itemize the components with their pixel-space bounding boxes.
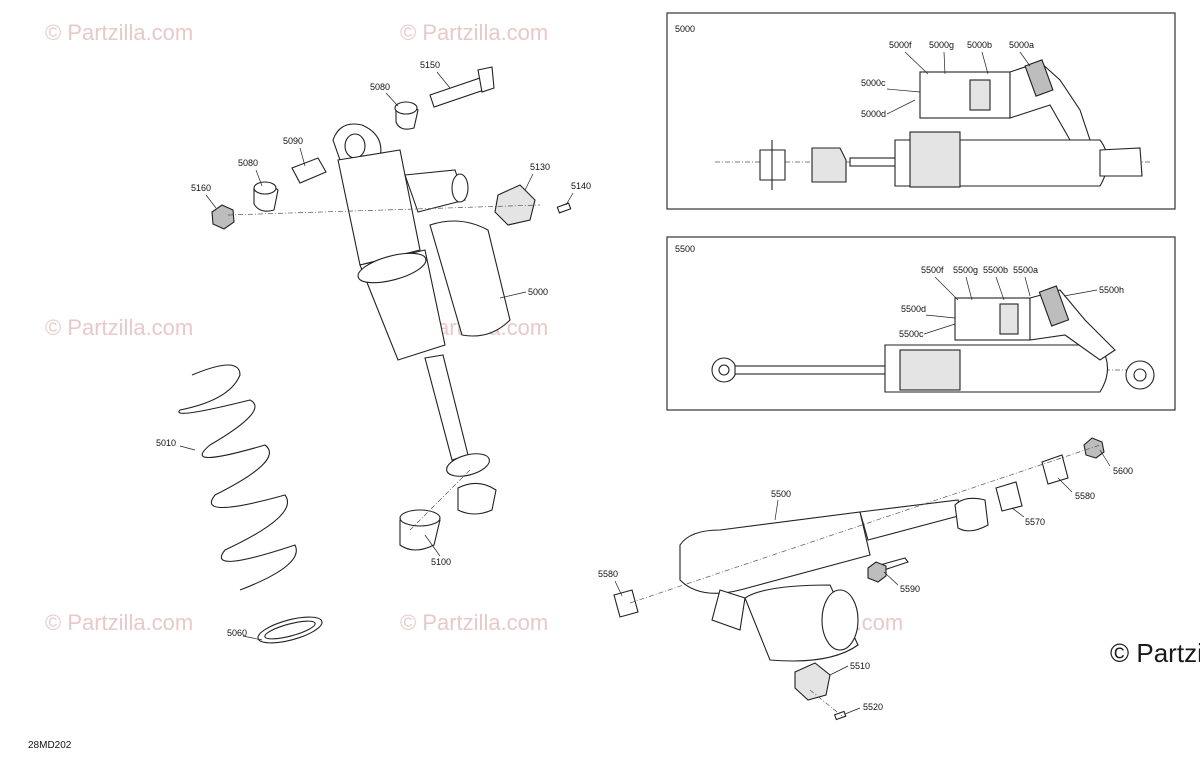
adjuster-knob [494, 184, 536, 226]
part-label: 5100 [431, 557, 451, 567]
callout: 5000b [967, 40, 992, 50]
front-shock-assembly [178, 66, 572, 644]
end-eye [1099, 147, 1143, 177]
part-label: 5130 [530, 162, 550, 172]
watermark: © Partzilla.com [45, 610, 193, 635]
part-label: 5580 [1075, 491, 1095, 501]
part-label: 5520 [863, 702, 883, 712]
callout: 5500d [901, 304, 926, 314]
reservoir-arm [711, 589, 746, 631]
callout: 5000d [861, 109, 886, 119]
part-label: 5140 [571, 181, 591, 191]
part-label: 5580 [598, 569, 618, 579]
reservoir-arm [1009, 61, 1091, 141]
bottom-eyelet [446, 453, 490, 477]
inset-title: 5000 [675, 24, 695, 34]
callout: 5500g [953, 265, 978, 275]
bolt [429, 77, 485, 108]
watermark: © Partzilla.com [45, 20, 193, 45]
shock-shaft [859, 499, 963, 541]
part-label: 5000 [528, 287, 548, 297]
reservoir [954, 297, 1031, 341]
sleeve [995, 481, 1023, 512]
part-label: 5160 [191, 183, 211, 193]
part-label: 5150 [420, 60, 440, 70]
piston-section [899, 349, 961, 391]
rear-shock-assembly [613, 437, 1105, 721]
bushing [954, 497, 989, 532]
adjuster [1038, 285, 1070, 327]
adjuster-knob [794, 662, 831, 701]
part-label: 5570 [1025, 517, 1045, 527]
callout: 5000g [929, 40, 954, 50]
shaft [734, 365, 896, 375]
screw [556, 202, 572, 214]
bushing [613, 589, 639, 618]
reservoir [919, 71, 1011, 119]
shock-body-upper [337, 149, 421, 266]
watermark: © Partzilla.com [400, 610, 548, 635]
watermark-corner: © Partzi [1110, 638, 1200, 668]
watermark: © Partzilla.com [45, 315, 193, 340]
callout: 5500a [1013, 265, 1038, 275]
shaft [849, 157, 901, 167]
part-label: 5080 [238, 158, 258, 168]
diagram-code: 28MD202 [28, 740, 72, 751]
adjuster [1024, 59, 1054, 97]
part-label: 5010 [156, 438, 176, 448]
eyelet-ring [457, 482, 497, 515]
screw [833, 710, 847, 721]
nut [1083, 437, 1105, 459]
part-label: 5500 [771, 489, 791, 499]
part-label: 5080 [370, 82, 390, 92]
shock-shaft [424, 354, 469, 461]
inset-title: 5500 [675, 244, 695, 254]
callout: 5000a [1009, 40, 1034, 50]
shock-eyelet [759, 140, 786, 190]
watermark: © Partzilla.com [400, 20, 548, 45]
part-label: 5510 [850, 661, 870, 671]
callout: 5500f [921, 265, 944, 275]
callout: 5000c [861, 78, 886, 88]
callout: 5500b [983, 265, 1008, 275]
nut [867, 561, 887, 583]
reservoir-bridge [404, 169, 466, 213]
part-label: 5600 [1113, 466, 1133, 476]
part-label: 5090 [283, 136, 303, 146]
callout: 5000f [889, 40, 912, 50]
sleeve [291, 157, 327, 184]
coil-spring [178, 364, 297, 591]
reservoir [429, 220, 511, 337]
inset-5500: 5500 5500f 5500g 5500b 5500a 5500d 5500c… [666, 236, 1176, 411]
bushing [1041, 454, 1069, 485]
part-label: 5590 [900, 584, 920, 594]
part-label: 5060 [227, 628, 247, 638]
bumper [811, 147, 847, 183]
nut [211, 204, 235, 230]
callout: 5500c [899, 329, 924, 339]
inset-5000: 5000 5000f 5000g 5000b 5000a 5000c 5000d [666, 12, 1176, 210]
piston-section [909, 131, 961, 188]
shock-body [679, 511, 871, 594]
callout-labels: 5150 5080 5090 5080 5160 5130 5140 5000 … [156, 60, 1133, 715]
callout: 5500h [1099, 285, 1124, 295]
